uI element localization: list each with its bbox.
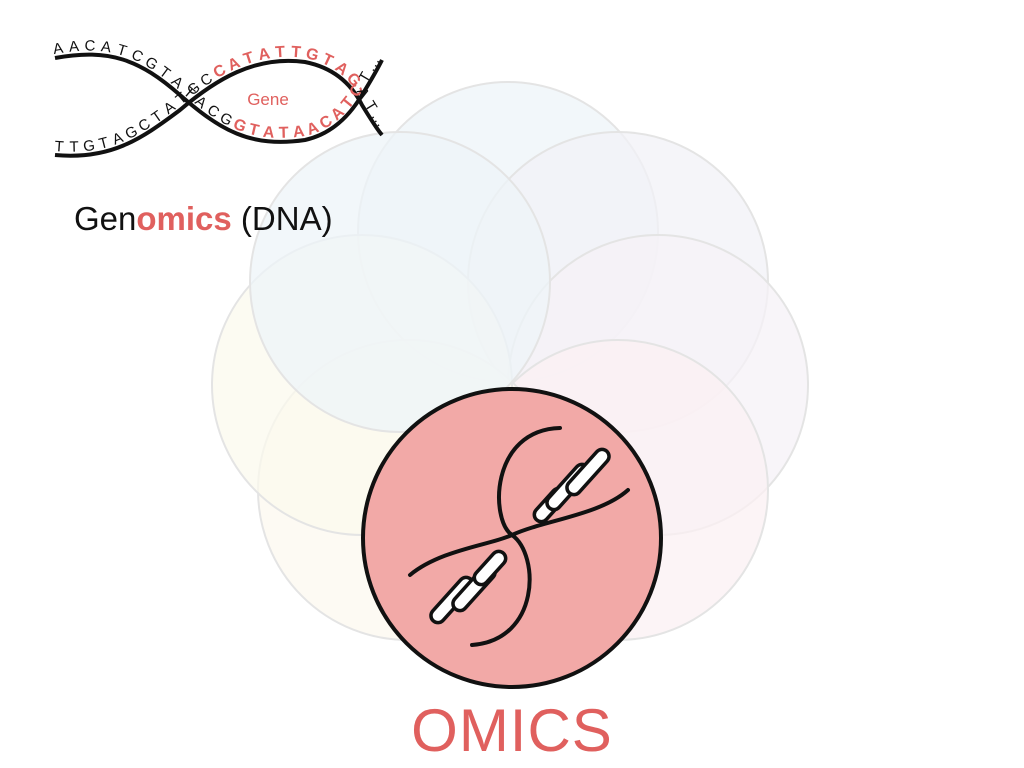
gene-label: Gene	[247, 90, 289, 109]
base-letter: A	[52, 40, 65, 58]
omics-center-circle	[361, 387, 663, 689]
base-letter: A	[68, 38, 79, 56]
base-letter: T	[97, 134, 110, 153]
base-letter: G	[82, 137, 96, 155]
caption-suffix: (DNA)	[231, 200, 333, 237]
caption-prefix: Gen	[74, 200, 137, 237]
base-letter: A	[100, 38, 112, 56]
gene-base-letter: T	[242, 49, 257, 68]
caption-highlight: omics	[136, 200, 232, 237]
gene-base-letter: T	[291, 44, 302, 62]
base-letter: T	[115, 41, 129, 60]
gene-base-letter: A	[292, 123, 306, 141]
dna-rungs	[429, 447, 611, 625]
gene-base-letter: T	[275, 44, 286, 62]
gene-base-letter: T	[279, 125, 289, 142]
base-letter: …	[361, 53, 383, 74]
gene-base-letter: A	[257, 45, 272, 64]
dna-double-helix-icon	[408, 426, 630, 647]
omics-title: OMICS	[411, 697, 613, 764]
gene-base-letter: T	[247, 121, 261, 140]
base-letter: A	[110, 129, 126, 148]
base-letter: T	[54, 138, 64, 156]
genomics-caption: Genomics (DNA)	[74, 200, 333, 238]
petal-circle	[249, 131, 551, 433]
gene-base-letter: A	[262, 124, 276, 142]
dna-bottom-strand-line	[54, 58, 384, 158]
base-letter: C	[84, 38, 95, 55]
dna-top-strand-line	[54, 52, 384, 144]
base-letter: T	[69, 139, 79, 156]
gene-base-letter: G	[231, 116, 249, 136]
gene-base-letter: G	[304, 45, 320, 65]
